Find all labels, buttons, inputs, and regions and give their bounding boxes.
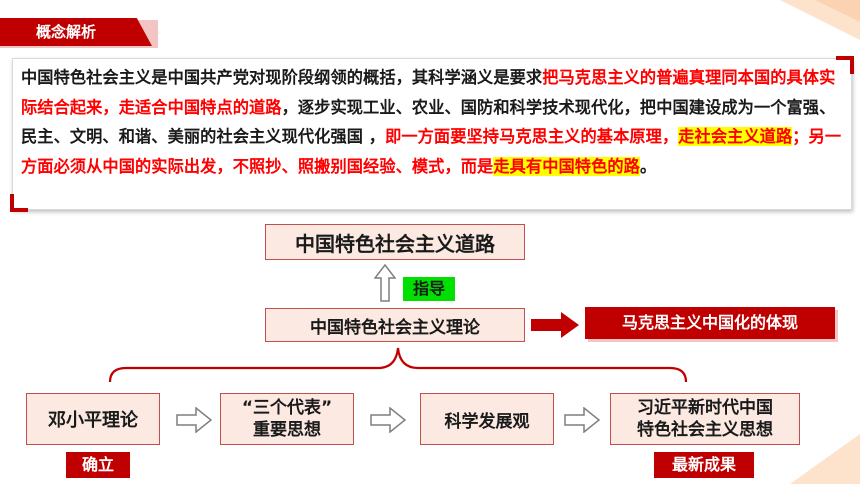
definition-segment-red: 把马克思主义的普遍真理同本国的具体实际结合起来，走适合中国特点的道路 <box>21 68 836 117</box>
component-label: 邓小平理论 <box>48 410 138 431</box>
brace-connector <box>108 347 688 383</box>
corner-bracket-top-right <box>836 56 854 74</box>
definition-segment-highlight: 走社会主义道路 <box>678 127 793 146</box>
hollow-right-arrow-icon <box>370 407 406 433</box>
component-deng-theory: 邓小平理论 <box>26 393 160 445</box>
guide-label: 指导 <box>403 277 455 301</box>
component-label-line1: 习近平新时代中国 <box>637 398 773 418</box>
corner-bracket-bottom-left <box>10 194 28 212</box>
definition-segment-red: ；另一方面必须从中国的实际出发，不照抄、照搬别国经验、模式，而是 <box>21 127 842 176</box>
component-three-represents: “三个代表” 重要思想 <box>220 393 354 445</box>
component-label-line2: 重要思想 <box>253 420 321 440</box>
establish-label: 确立 <box>66 452 130 478</box>
component-scientific-outlook: 科学发展观 <box>420 393 554 445</box>
component-label: 科学发展观 <box>444 411 530 432</box>
hollow-right-arrow-icon <box>176 407 212 433</box>
definition-segment: 中国特色社会主义是中国共产党对现阶段纲领的概括，其科学涵义是要求 <box>21 68 543 87</box>
definition-segment-red: 即一方面要坚持马克思主义的基本原理， <box>385 127 679 146</box>
road-box: 中国特色社会主义道路 <box>265 224 525 260</box>
latest-achievement-label: 最新成果 <box>654 452 754 478</box>
theory-box: 中国特色社会主义理论 <box>265 308 525 342</box>
up-arrow-icon <box>374 264 396 302</box>
right-arrow-icon <box>531 312 579 338</box>
section-title: 概念解析 <box>36 23 97 41</box>
definition-segment-highlight: 走具有中国特色的路 <box>493 156 640 176</box>
component-label-line1: “三个代表” <box>241 398 333 418</box>
corner-decoration-top-right <box>780 0 860 40</box>
definition-text: 中国特色社会主义是中国共产党对现阶段纲领的概括，其科学涵义是要求把马克思主义的普… <box>21 63 843 181</box>
corner-decoration-bottom-right <box>790 434 860 484</box>
definition-segment: ，逐步实现工业、农业、国防和科学技术现代化，把中国建设成为一个富强、民主、文明、… <box>21 97 836 147</box>
definition-box: 中国特色社会主义是中国共产党对现阶段纲领的概括，其科学涵义是要求把马克思主义的普… <box>10 56 854 212</box>
component-label-line2: 特色社会主义思想 <box>637 420 773 440</box>
definition-segment: 。 <box>639 156 657 176</box>
component-xi-thought: 习近平新时代中国 特色社会主义思想 <box>610 393 800 445</box>
hollow-right-arrow-icon <box>564 407 600 433</box>
header-tag <box>0 18 152 46</box>
embodiment-label: 马克思主义中国化的体现 <box>585 307 835 339</box>
